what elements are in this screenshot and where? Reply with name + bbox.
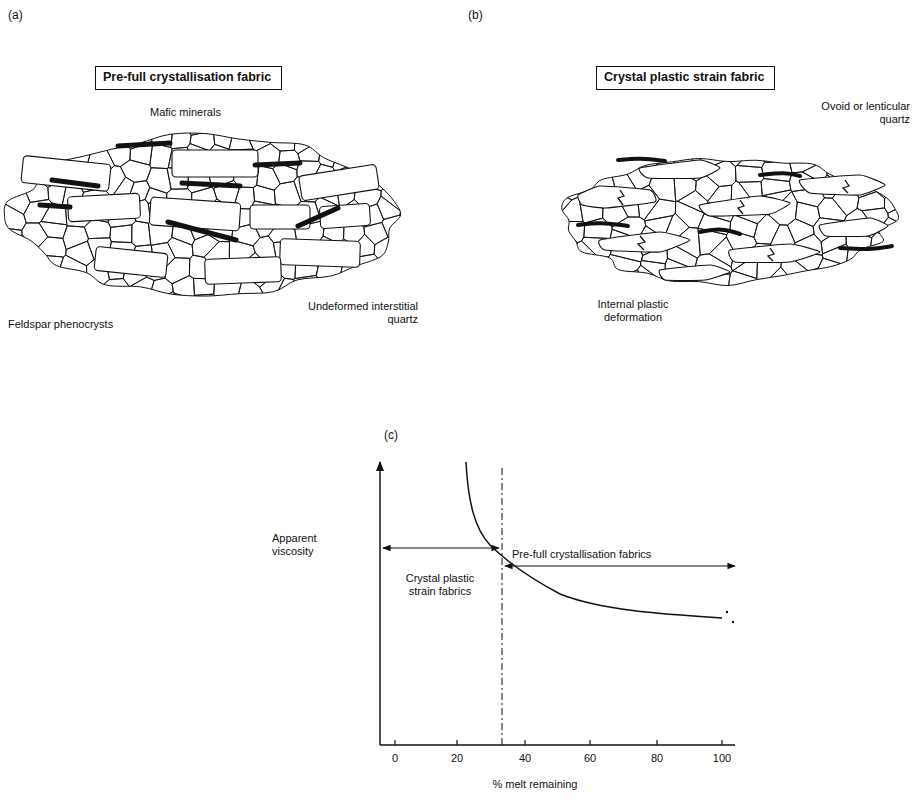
plastic-deformation [618,190,624,205]
fabric-illustration-b [535,128,921,312]
plastic-deformation [768,248,774,261]
feldspar-phenocryst [299,164,380,201]
mafic-mineral [760,173,800,176]
plastic-deformation [738,200,744,214]
feldspar-phenocryst [578,186,656,208]
mafic-mineral [840,246,892,249]
mafic-mineral [52,180,98,186]
feldspar-phenocryst [699,196,790,216]
mafic-mineral [298,208,338,226]
mafic-mineral [40,205,70,207]
quartz-grains [535,128,921,312]
tick-label: 0 [380,752,410,765]
range-arrow [383,547,499,548]
axis-title: % melt remaining [470,778,600,791]
mineral-label: Ovoid or lenticular quartz [790,100,910,126]
panel-letter: (c) [384,428,398,442]
mafic-mineral [168,222,236,240]
feldspar-phenocryst [659,265,730,280]
feldspar-phenocryst [94,246,168,277]
mafic-mineral [618,159,665,161]
mineral-label: Undeformed interstitial quartz [300,300,418,326]
quartz-grains [0,107,427,323]
tick-label: 40 [510,752,540,765]
x-axis [380,744,735,746]
title-box: Crystal plastic strain fabric [596,66,775,90]
threshold-line [502,468,503,745]
title-box: Pre-full crystallisation fabric [95,66,282,90]
range-arrow [505,565,735,566]
feldspar-phenocryst [149,197,241,231]
fabric-outline [4,133,400,296]
curve-dot [732,621,734,623]
region-label: Pre-full crystallisation fabrics [512,548,732,561]
feldspar-phenocryst [819,218,888,237]
tick-label: 20 [442,752,472,765]
feldspar-phenocryst [172,150,258,177]
feldspar-phenocryst [639,160,720,179]
mafic-mineral [700,230,740,234]
panel-letter: (a) [8,8,23,22]
title-text: Crystal plastic strain fabric [604,70,767,84]
y-axis [379,462,381,745]
mafic-mineral [118,143,170,146]
fabric-outline [562,159,899,286]
viscosity-chart [380,462,735,745]
tick-label: 100 [707,752,737,765]
feldspar-phenocryst [319,203,370,228]
feldspar-phenocryst [280,239,361,268]
mafic-mineral [255,163,300,165]
feldspar-phenocryst [205,257,282,285]
curve-dot [726,611,728,613]
viscosity-curve [466,462,722,618]
mineral-label: Internal plastic deformation [585,298,681,324]
tick-label: 80 [642,752,672,765]
feldspar-phenocryst [729,244,820,263]
mineral-label: Feldspar phenocrysts [8,318,113,331]
mafic-mineral [578,223,628,226]
feldspar-phenocryst [67,193,140,222]
tick-label: 60 [575,752,605,765]
title-text: Pre-full crystallisation fabric [103,70,274,84]
axis-title: Apparent viscosity [272,532,350,558]
x-ticks [395,740,722,745]
feldspar-phenocryst [599,232,690,252]
feldspar-phenocryst [799,175,885,195]
fabric-illustration-a [0,107,427,323]
panel-letter: (b) [468,8,483,22]
feldspar-phenocryst [21,155,111,191]
mineral-label: Mafic minerals [150,106,221,119]
mafic-mineral [182,183,240,186]
region-label: Crystal plastic strain fabrics [404,572,476,598]
plastic-deformation [638,236,645,250]
plastic-deformation [843,180,849,193]
